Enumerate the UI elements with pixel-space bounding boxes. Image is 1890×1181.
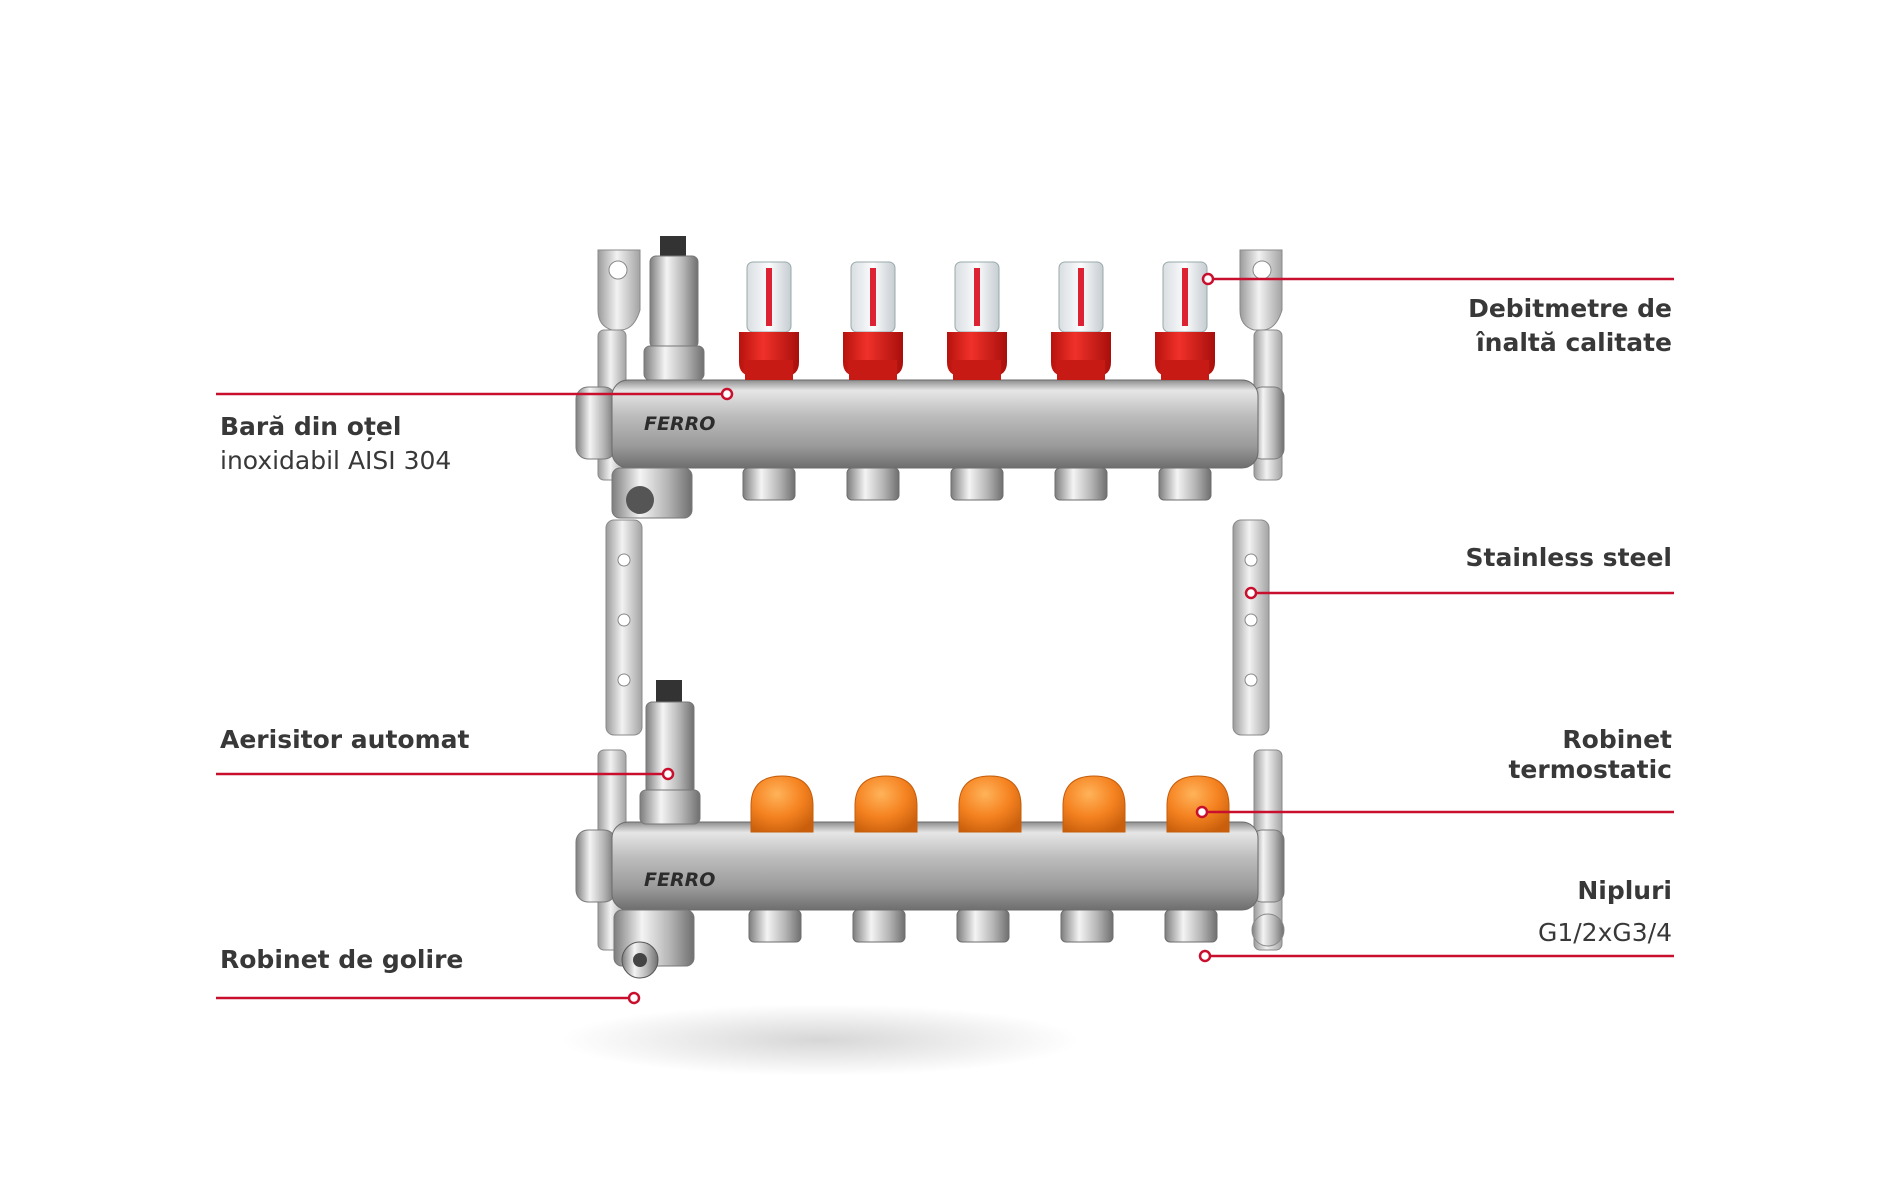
top-nipple xyxy=(950,467,1004,501)
orange-valve-cap-icon xyxy=(1166,775,1230,833)
red-flowmeter-icon xyxy=(947,261,1007,380)
leader-line-aerator xyxy=(216,767,675,781)
bottom-nipple xyxy=(1164,909,1218,943)
orange-valve-cap-icon xyxy=(1062,775,1126,833)
orange-valve-cap-icon xyxy=(750,775,814,833)
leader-line-thermostatic xyxy=(1195,805,1674,819)
callout-flowmeters-line2: înaltă calitate xyxy=(1476,328,1672,357)
callout-stainless: Stainless steel xyxy=(1466,541,1673,575)
callout-aerator-title: Aerisitor automat xyxy=(220,725,470,754)
bottom-brand-logo: FERRO xyxy=(644,869,715,891)
callout-bar-subtitle: inoxidabil AISI 304 xyxy=(220,446,452,475)
top-drain-valve-icon xyxy=(611,467,693,519)
top-nipple xyxy=(742,467,796,501)
orange-valve-cap-icon xyxy=(958,775,1022,833)
top-nipple xyxy=(1054,467,1108,501)
leader-line-stainless xyxy=(1244,586,1674,600)
callout-nipples: Nipluri G1/2xG3/4 xyxy=(1538,870,1672,954)
floor-shadow xyxy=(560,1004,1080,1076)
red-flowmeter-icon xyxy=(1155,261,1215,380)
callout-flowmeters-line1: Debitmetre de xyxy=(1468,294,1672,323)
bottom-nipple xyxy=(852,909,906,943)
red-flowmeter-icon xyxy=(739,261,799,380)
callout-stainless-title: Stainless steel xyxy=(1465,543,1673,572)
leader-line-bar xyxy=(216,387,734,401)
callout-aerator: Aerisitor automat xyxy=(220,723,469,757)
orange-valve-cap-icon xyxy=(854,775,918,833)
leader-line-drain xyxy=(216,991,641,1005)
top-nipple xyxy=(846,467,900,501)
bottom-nipple xyxy=(956,909,1010,943)
callout-bar: Bară din oțel inoxidabil AISI 304 xyxy=(220,410,451,478)
top-brand-logo: FERRO xyxy=(644,413,715,435)
callout-nipples-title: Nipluri xyxy=(1577,876,1672,905)
red-flowmeter-icon xyxy=(843,261,903,380)
drain-valve-icon xyxy=(613,909,695,979)
bottom-manifold: FERRO xyxy=(575,680,1285,979)
callout-flowmeters: Debitmetre de înaltă calitate xyxy=(1468,292,1672,360)
top-manifold: FERRO xyxy=(575,236,1285,519)
bottom-nipple xyxy=(748,909,802,943)
leader-line-nipples xyxy=(1198,949,1674,963)
callout-thermostatic-line1: Robinet xyxy=(1562,725,1672,754)
bottom-nipple xyxy=(1060,909,1114,943)
bottom-steel-bar xyxy=(611,821,1259,911)
top-steel-bar xyxy=(611,379,1259,469)
leader-line-flowmeters xyxy=(1201,272,1674,286)
top-air-vent-icon xyxy=(643,236,705,381)
air-vent-icon xyxy=(639,680,701,825)
callout-thermostatic: Robinet termostatic xyxy=(1508,725,1672,785)
callout-nipples-subtitle: G1/2xG3/4 xyxy=(1537,918,1672,947)
red-flowmeter-icon xyxy=(1051,261,1111,380)
top-nipple xyxy=(1158,467,1212,501)
callout-bar-title: Bară din oțel xyxy=(220,412,402,441)
callout-drain-title: Robinet de golire xyxy=(220,945,464,974)
callout-drain: Robinet de golire xyxy=(220,943,463,977)
callout-thermostatic-line2: termostatic xyxy=(1508,755,1672,784)
